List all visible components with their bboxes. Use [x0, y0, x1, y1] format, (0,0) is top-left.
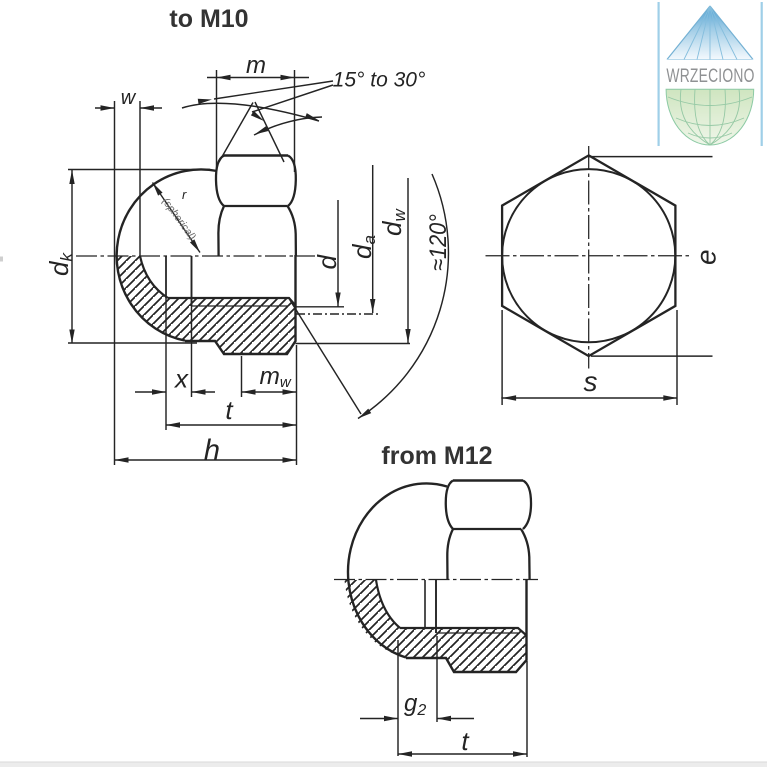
svg-text:e: e — [691, 249, 722, 265]
svg-text:WRZECIONO: WRZECIONO — [666, 65, 754, 87]
svg-text:t: t — [225, 395, 234, 425]
svg-text:≈120°: ≈120° — [425, 214, 452, 271]
svg-text:r: r — [182, 187, 187, 202]
svg-text:h: h — [204, 435, 220, 467]
svg-text:15° to 30°: 15° to 30° — [333, 69, 426, 92]
svg-text:d: d — [312, 254, 342, 270]
svg-text:from M12: from M12 — [381, 442, 492, 470]
svg-text:x: x — [173, 364, 189, 394]
svg-text:to M10: to M10 — [169, 5, 248, 33]
svg-text:t: t — [461, 726, 470, 756]
svg-text:mw: mw — [260, 363, 292, 391]
svg-text:m: m — [246, 52, 266, 79]
svg-text:s: s — [584, 366, 598, 397]
svg-text:w: w — [121, 87, 137, 109]
